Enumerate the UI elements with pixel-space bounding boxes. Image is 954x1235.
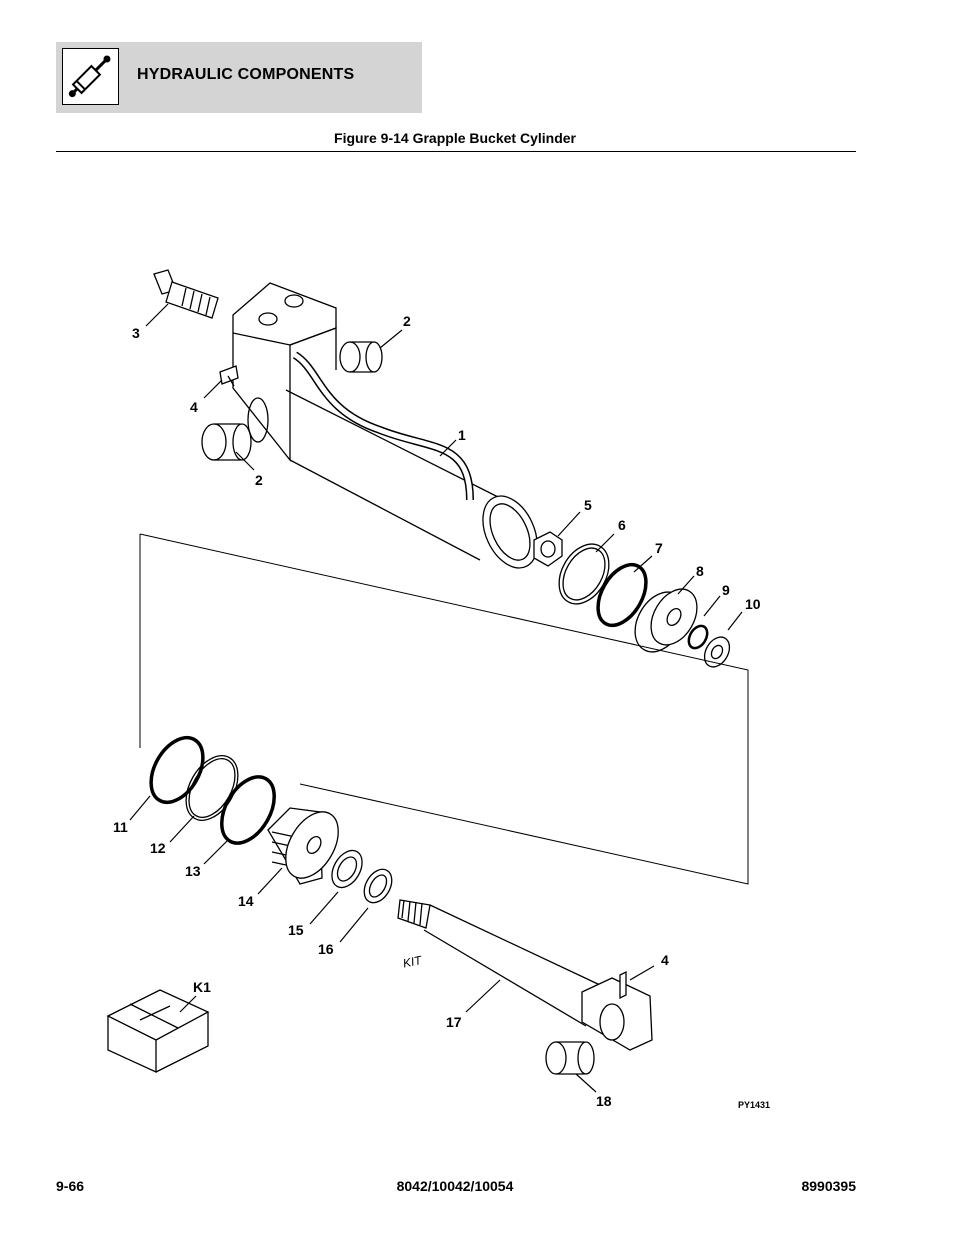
callout-3: 3 (132, 325, 140, 341)
part-10-washer (703, 636, 731, 668)
callout-7: 7 (655, 540, 663, 556)
part-12-ring (185, 755, 239, 821)
kit-label: KIT (402, 953, 425, 971)
part-7-oring (596, 562, 648, 628)
part-1-barrel (232, 282, 538, 569)
callout-1: 1 (458, 427, 466, 443)
part-9-oring (687, 624, 709, 650)
callout-k1: K1 (193, 979, 211, 995)
part-2-bushing-top (339, 341, 383, 373)
part-16-wiper (363, 868, 393, 904)
part-14-head (267, 807, 339, 885)
part-13-oring (220, 775, 276, 845)
part-17-rod (397, 899, 653, 1051)
page-number: 9-66 (56, 1178, 85, 1194)
part-11-oring (149, 736, 205, 804)
callout-2-left: 2 (255, 472, 263, 488)
figure-code: PY1431 (738, 1100, 770, 1110)
part-8-piston (634, 588, 698, 653)
callout-18: 18 (596, 1093, 612, 1109)
hydraulic-cylinder-icon (62, 48, 119, 105)
callout-15: 15 (288, 922, 304, 938)
model-numbers: 8042/10042/10054 (396, 1178, 514, 1194)
callout-10: 10 (745, 596, 761, 612)
document-number: 8990395 (801, 1178, 856, 1194)
callout-4-top: 4 (190, 399, 198, 415)
callout-4-bottom: 4 (661, 952, 669, 968)
assembly-frame (139, 533, 749, 885)
callout-6: 6 (618, 517, 626, 533)
leader-lines (129, 303, 743, 1093)
callout-2-top: 2 (403, 313, 411, 329)
title-rule (56, 151, 856, 152)
section-title: HYDRAULIC COMPONENTS (137, 66, 355, 83)
kit-box (106, 989, 210, 1074)
part-5-nut (533, 531, 563, 567)
callout-17: 17 (446, 1014, 462, 1030)
callout-11: 11 (113, 819, 128, 835)
part-3-fitting (153, 269, 219, 319)
callout-14: 14 (238, 893, 254, 909)
callout-9: 9 (722, 582, 730, 598)
part-15-seal (331, 849, 363, 889)
figure-title: Figure 9-14 Grapple Bucket Cylinder (334, 130, 576, 146)
callout-12: 12 (150, 840, 166, 856)
callout-5: 5 (584, 497, 592, 513)
callout-16: 16 (318, 941, 334, 957)
part-4-grease-fitting-top (219, 365, 239, 387)
part-2-bushing-left (201, 423, 252, 461)
callout-13: 13 (185, 863, 201, 879)
callout-8: 8 (696, 563, 704, 579)
part-18-bushing (545, 1041, 595, 1075)
